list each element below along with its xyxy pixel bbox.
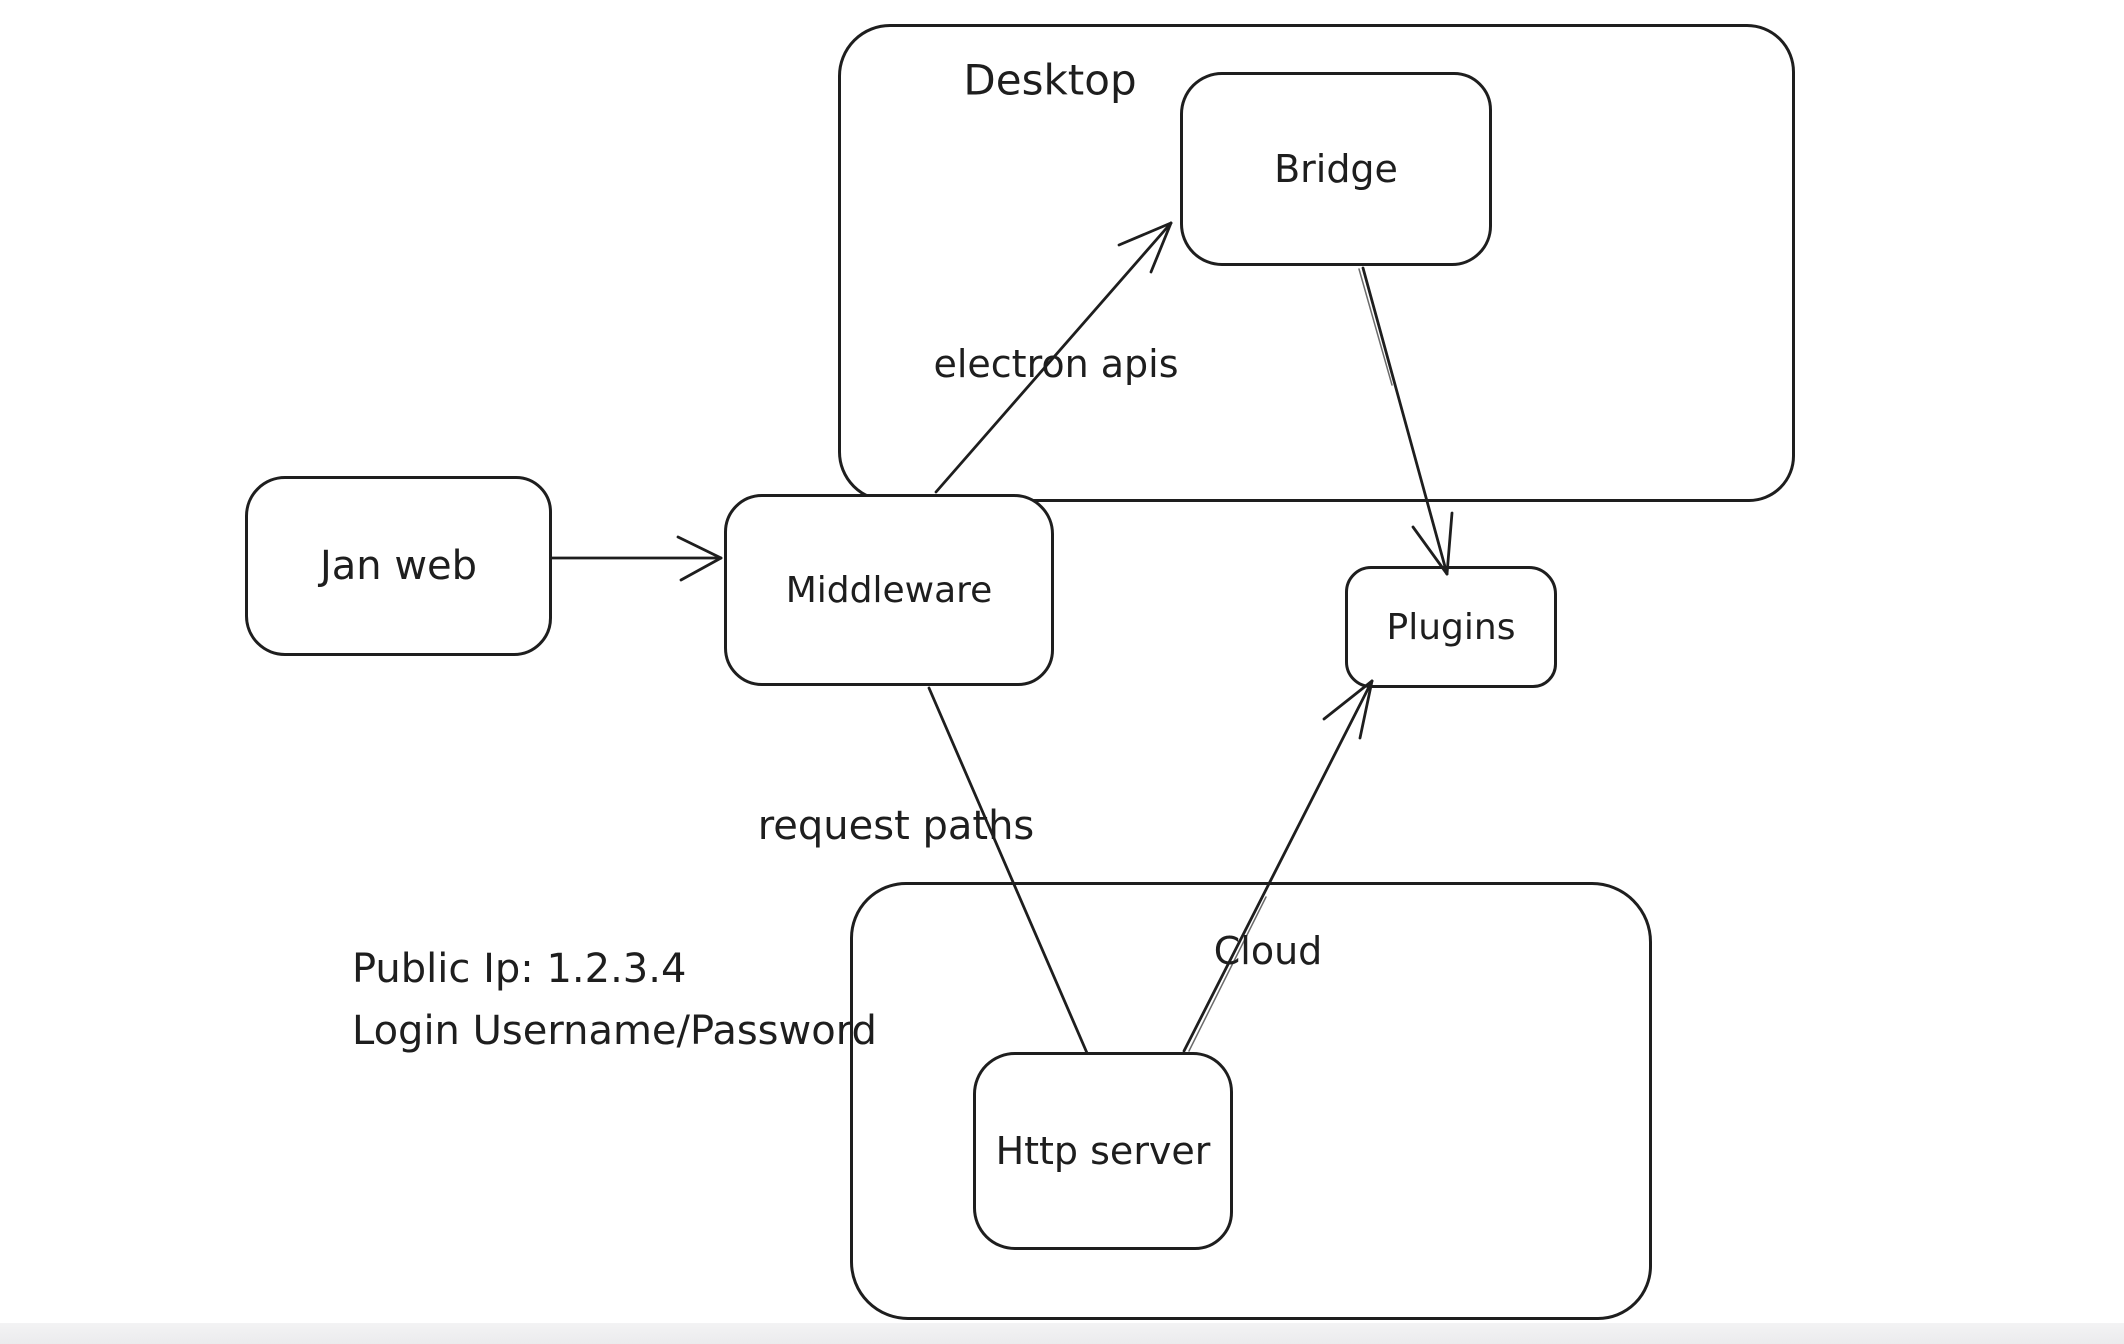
bridge-label: Bridge	[1274, 147, 1398, 191]
http-server-label: Http server	[995, 1129, 1211, 1173]
cloud-label[interactable]: Cloud	[1213, 929, 1323, 973]
bridge-node[interactable]: Bridge	[1180, 72, 1492, 266]
http-server-node[interactable]: Http server	[973, 1052, 1233, 1250]
line-middleware-to-http-server[interactable]	[927, 686, 1089, 1055]
arrow-middleware-to-bridge[interactable]	[934, 221, 1173, 494]
annotation-text[interactable]: Public Ip: 1.2.3.4 Login Username/Passwo…	[352, 938, 877, 1062]
cloud-container[interactable]	[850, 882, 1652, 1320]
desktop-container[interactable]	[838, 24, 1795, 502]
jan-web-label: Jan web	[319, 543, 478, 589]
plugins-node[interactable]: Plugins	[1345, 566, 1557, 688]
annotation-login: Login Username/Password	[352, 1008, 877, 1054]
middleware-node[interactable]: Middleware	[724, 494, 1054, 686]
annotation-public-ip: Public Ip: 1.2.3.4	[352, 946, 687, 992]
arrow-bridge-to-plugins[interactable]	[1358, 266, 1454, 576]
edge-label-request-paths[interactable]: request paths	[757, 803, 1035, 849]
arrow-http-server-to-plugins[interactable]	[1182, 679, 1374, 1053]
jan-web-node[interactable]: Jan web	[245, 476, 552, 656]
middleware-label: Middleware	[785, 569, 993, 611]
desktop-label[interactable]: Desktop	[963, 55, 1137, 105]
plugins-label: Plugins	[1386, 606, 1516, 648]
edge-label-electron-apis[interactable]: electron apis	[933, 342, 1179, 386]
canvas-bottom-edge	[0, 1323, 2124, 1344]
arrow-jan-web-to-middleware[interactable]	[550, 535, 723, 582]
